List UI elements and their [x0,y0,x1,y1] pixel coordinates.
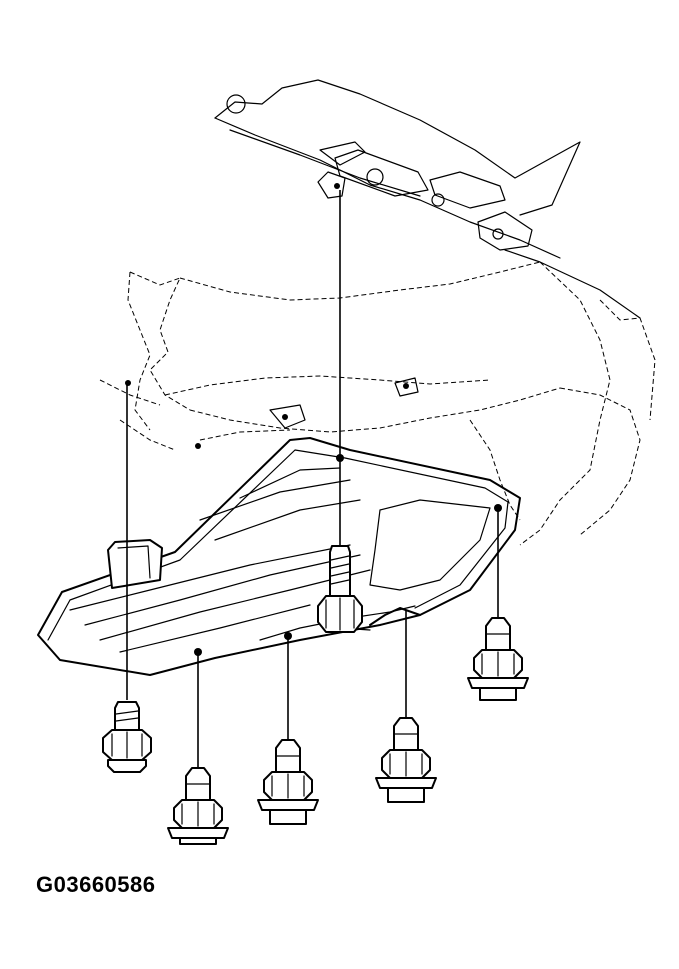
bolt-4 [375,717,437,803]
bolt-3 [257,739,319,825]
frame-crossmember [214,79,641,319]
installed-bolt [317,545,363,633]
skid-plate [37,437,521,676]
bolt-leader-lines [126,190,502,768]
bolt-5 [467,617,529,701]
figure-id-label: G03660586 [36,872,156,897]
transmission-outline [99,261,656,546]
bolt-1 [102,701,152,773]
bolt-2 [167,767,229,845]
